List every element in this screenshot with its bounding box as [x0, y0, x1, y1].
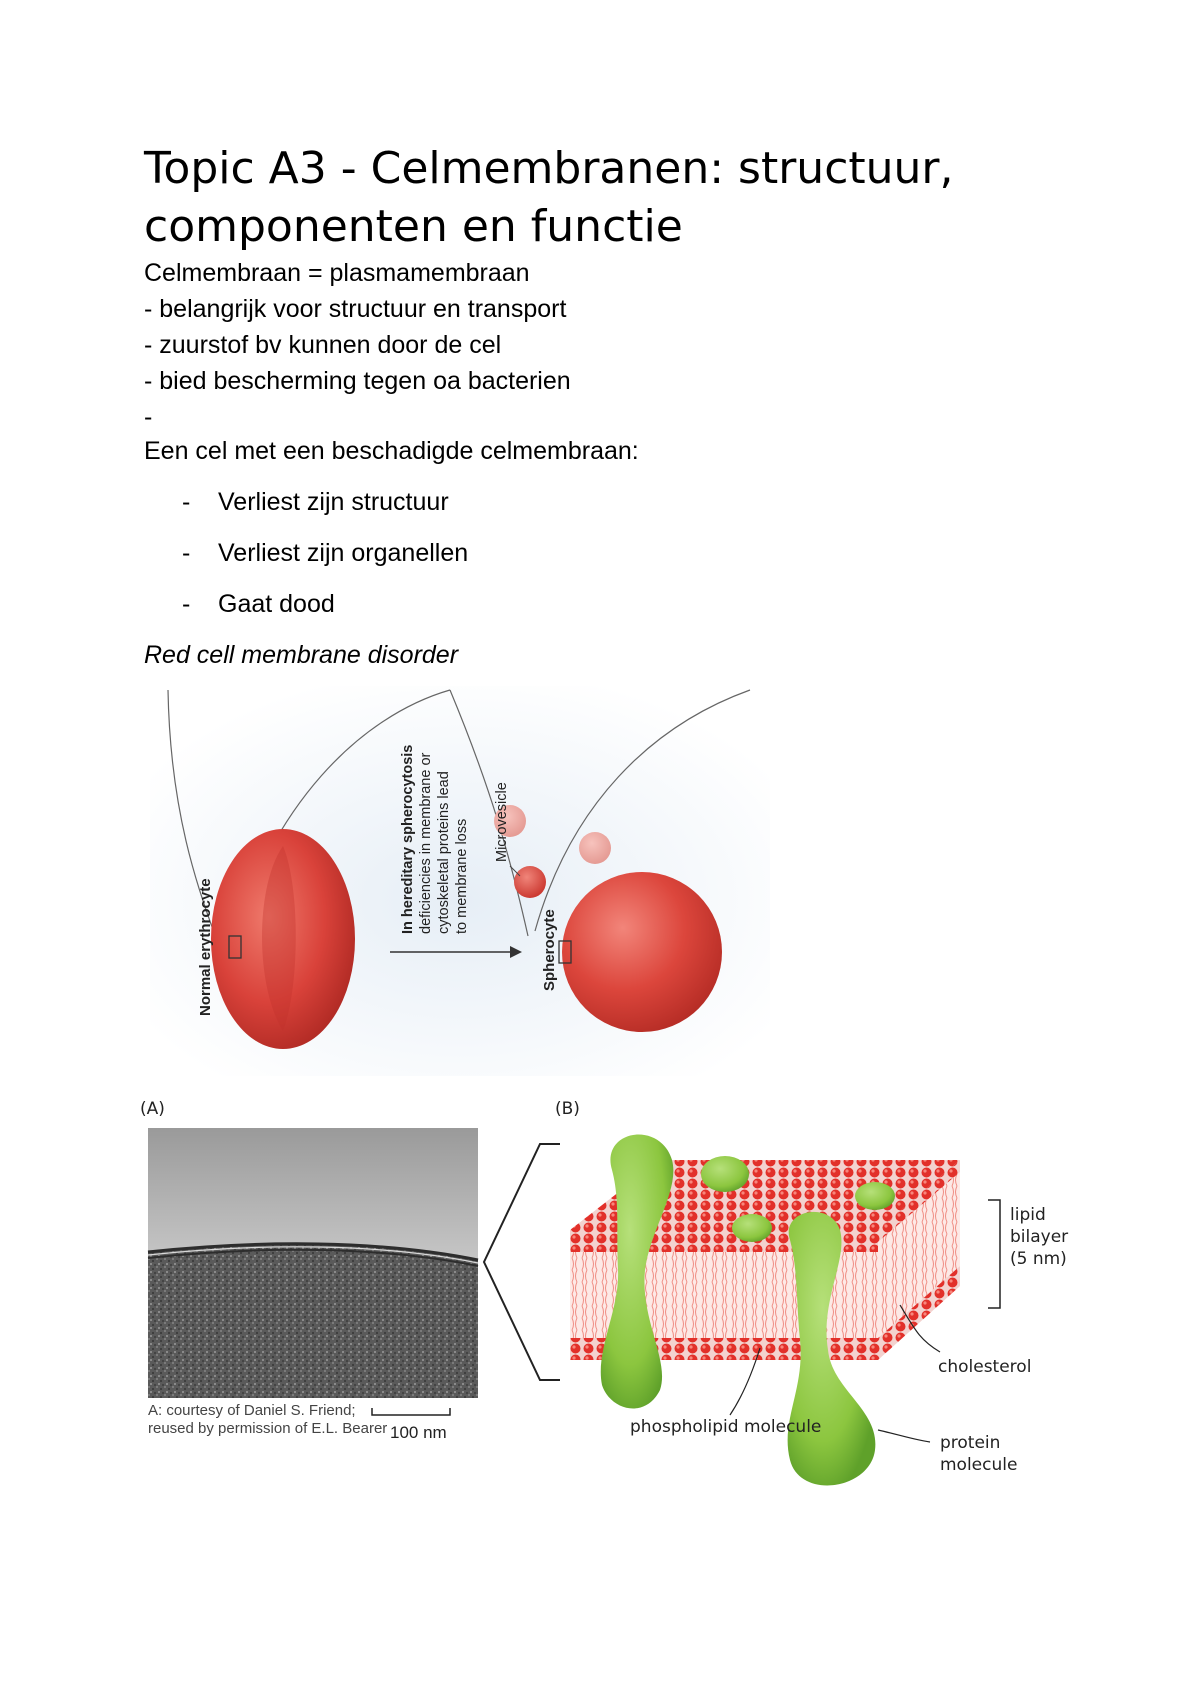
microvesicle-label: Microvesicle — [494, 782, 510, 862]
text-line: - zuurstof bv kunnen door de cel — [144, 331, 502, 359]
cholesterol-pointer — [899, 1304, 941, 1353]
arrow-text-line: In hereditary spherocytosis — [400, 745, 416, 934]
spherocytosis-figure: Normal erythrocyte In hereditary spheroc… — [150, 686, 770, 1076]
lipid-bilayer-label: bilayer — [1010, 1227, 1068, 1247]
membrane-marker-box — [558, 940, 572, 964]
protein-label: molecule — [940, 1455, 1017, 1475]
microvesicle-pointer — [509, 865, 521, 877]
text-line: - belangrijk voor structuur en transport — [144, 295, 567, 323]
page-title: Topic A3 - Celmembranen: structuur, comp… — [144, 143, 954, 252]
microvesicle — [579, 832, 611, 864]
normal-erythrocyte-label: Normal erythrocyte — [197, 878, 214, 1016]
arrow-text-line: to membrane loss — [454, 819, 470, 934]
list-item-text: Verliest zijn organellen — [218, 539, 469, 567]
cholesterol-label: cholesterol — [938, 1357, 1031, 1377]
surface-protein — [701, 1156, 749, 1192]
lipid-bilayer-label: lipid — [1010, 1205, 1046, 1225]
list-item-text: Verliest zijn structuur — [218, 488, 449, 516]
transmembrane-protein — [787, 1211, 876, 1486]
spherocyte-cell — [562, 872, 722, 1032]
zoom-bracket — [482, 1143, 560, 1381]
protein-pointer — [877, 1429, 931, 1443]
list-item: -Gaat dood — [182, 589, 335, 619]
transmembrane-protein — [600, 1134, 674, 1409]
electron-micrograph — [147, 1128, 479, 1398]
normal-erythrocyte-cell — [211, 829, 355, 1049]
credit-line: reused by permission of E.L. Bearer — [148, 1420, 387, 1437]
arrow-head — [510, 946, 522, 958]
bullet-dash: - — [182, 488, 191, 516]
lipid-bilayer-label: (5 nm) — [1010, 1249, 1067, 1269]
text-line: - bied bescherming tegen oa bacterien — [144, 367, 571, 395]
arrow-text-line: cytoskeletal proteins lead — [436, 771, 452, 934]
microvesicle — [514, 866, 546, 898]
surface-protein — [855, 1182, 895, 1210]
microvesicle — [494, 805, 526, 837]
arrow-text-line: deficiencies in membrane or — [418, 752, 434, 934]
panel-label-a: (A) — [140, 1099, 165, 1119]
credit-line: A: courtesy of Daniel S. Friend; — [148, 1402, 356, 1419]
figure-heading: Red cell membrane disorder — [144, 641, 459, 669]
bullet-dash: - — [182, 590, 191, 618]
phospholipid-pointer — [729, 1347, 761, 1416]
spherocyte-label: Spherocyte — [541, 909, 558, 991]
scale-bar — [371, 1408, 451, 1416]
membrane-marker-box — [228, 935, 242, 959]
list-item: -Verliest zijn organellen — [182, 538, 468, 568]
cell-concavity — [262, 846, 296, 1031]
phospholipid-label: phospholipid molecule — [630, 1417, 821, 1437]
callout-line — [534, 689, 751, 932]
bilayer-bracket — [988, 1199, 1001, 1309]
cell-membrane-figure: (A) (B) A: courtesy of Daniel S. Friend;… — [140, 1099, 1068, 1486]
text-line: - — [144, 403, 153, 431]
panel-label-b: (B) — [555, 1099, 580, 1119]
list-item-text: Gaat dood — [218, 590, 335, 618]
text-line: Celmembraan = plasmamembraan — [144, 259, 530, 287]
surface-protein — [732, 1214, 772, 1242]
list-item: -Verliest zijn structuur — [182, 487, 449, 517]
scale-bar-label: 100 nm — [390, 1423, 447, 1442]
text-line: Een cel met een beschadigde celmembraan: — [144, 437, 639, 465]
bullet-dash: - — [182, 539, 191, 567]
protein-label: protein — [940, 1433, 1000, 1453]
